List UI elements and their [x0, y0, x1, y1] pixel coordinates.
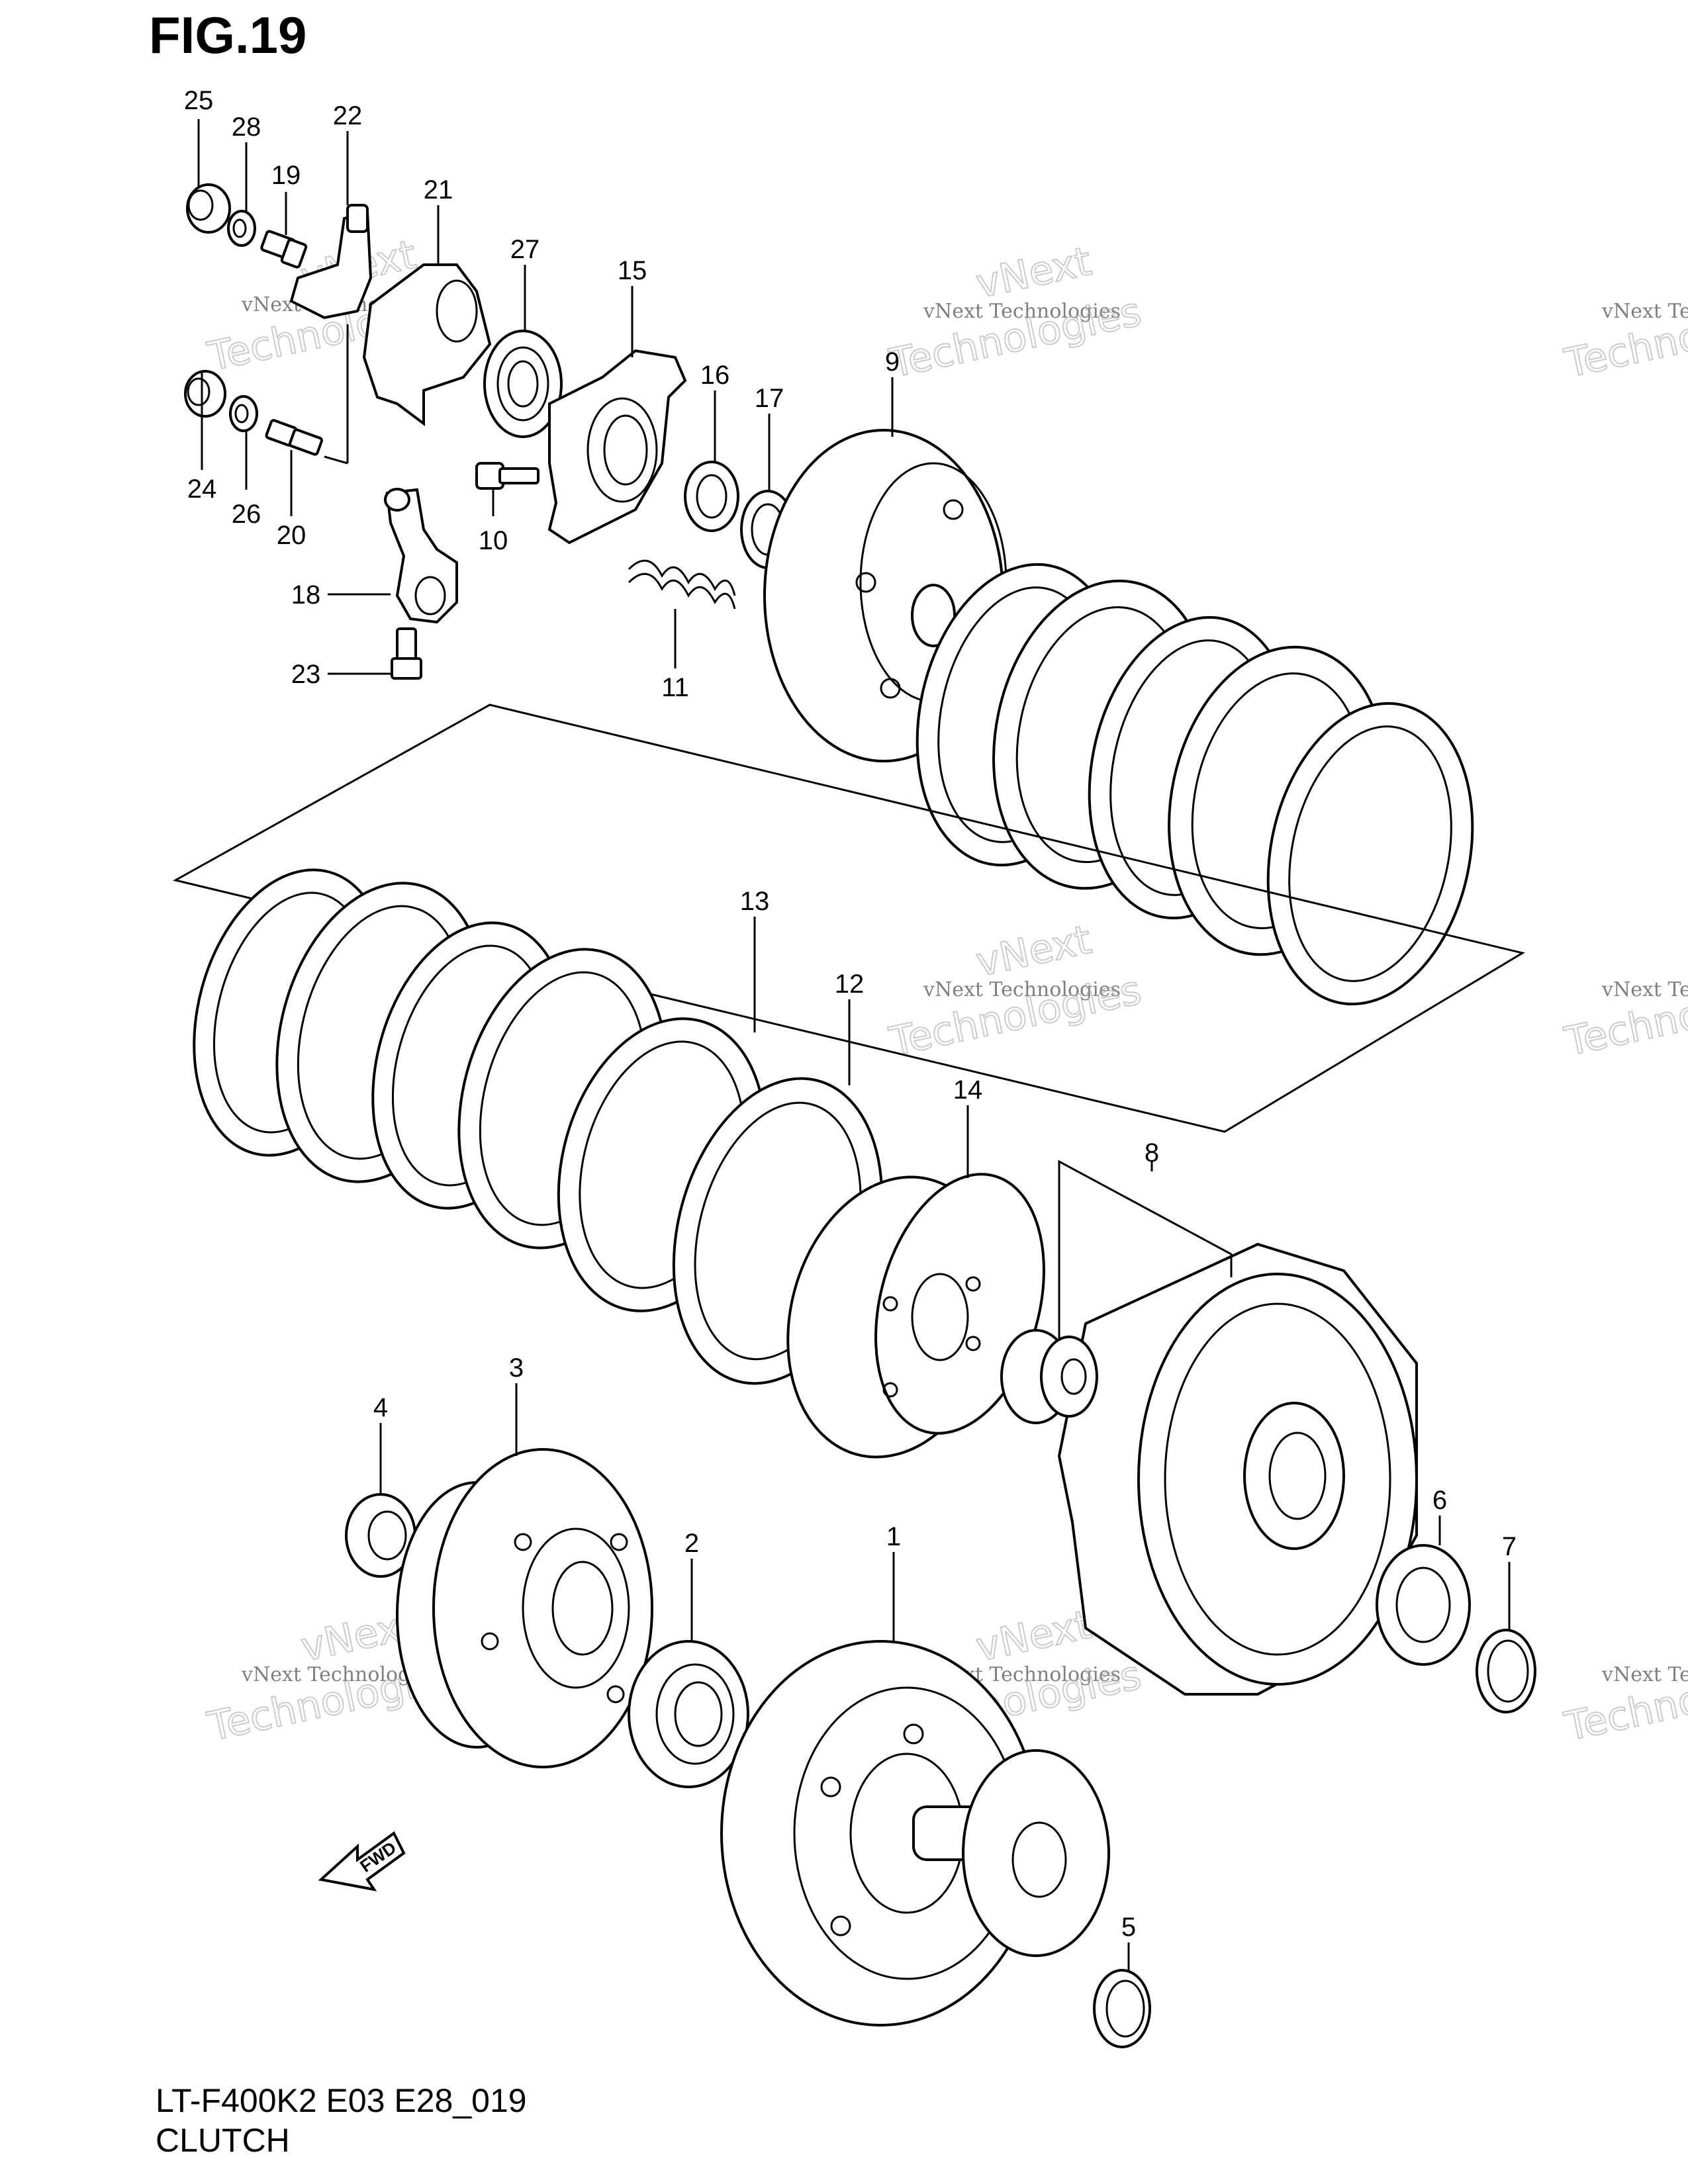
callout-9: 9	[885, 347, 900, 377]
watermark-text: vNext Technologies	[1601, 1663, 1688, 1686]
middle-plate-stack	[193, 868, 668, 1250]
watermark-text: vNext	[972, 238, 1096, 308]
watermark-text: vNext Technologies	[1601, 978, 1688, 1001]
part-3-clutch-hub	[396, 1448, 653, 1768]
callout-6: 6	[1432, 1486, 1447, 1515]
part-21-release-cam	[362, 263, 492, 426]
part-7-washer	[1476, 1629, 1536, 1713]
part-24-nut	[184, 370, 226, 418]
section-name: CLUTCH	[156, 2122, 290, 2159]
part-1-primary-driven-gear	[720, 1640, 1110, 2026]
callout-4: 4	[373, 1393, 388, 1422]
callout-2: 2	[684, 1529, 699, 1558]
watermark-text: vNext Technologies	[923, 300, 1121, 323]
part-27-bearing	[483, 330, 563, 438]
part-26-washer	[229, 395, 258, 432]
watermark-text: vNext Technologies	[1601, 300, 1688, 323]
part-5-washer	[1093, 1969, 1151, 2048]
part-2-one-way-clutch	[628, 1640, 749, 1788]
callout-26: 26	[232, 500, 261, 529]
callout-10: 10	[479, 526, 508, 555]
callout-27: 27	[510, 235, 540, 264]
watermark-text: vNext	[972, 1602, 1096, 1671]
callout-8: 8	[1145, 1138, 1159, 1167]
part-19-bolt	[260, 230, 308, 269]
callout-11: 11	[661, 673, 689, 702]
callout-17: 17	[755, 384, 784, 413]
part-23-bolt	[391, 627, 422, 680]
callout-3: 3	[509, 1353, 524, 1383]
model-code: LT-F400K2 E03 E28_019	[156, 2082, 527, 2119]
part-18-release-lever	[384, 488, 458, 624]
part-8-spacer	[1000, 1329, 1098, 1424]
watermark-text: vNext	[972, 917, 1096, 986]
callout-16: 16	[700, 361, 730, 390]
part-6-washer	[1376, 1544, 1471, 1666]
part-22-release-arm	[289, 204, 373, 320]
part-11-spring	[628, 559, 736, 610]
callout-21: 21	[424, 175, 453, 205]
callout-23: 23	[291, 660, 321, 689]
callout-20: 20	[277, 521, 306, 550]
part-28-washer	[227, 210, 256, 247]
callout-7: 7	[1502, 1532, 1517, 1561]
part-8-callout-bracket	[1058, 1160, 1233, 1340]
leader-lines	[197, 119, 1511, 1971]
fwd-arrow-icon: FWD	[318, 1831, 406, 1891]
figure-title: FIG.19	[149, 6, 307, 64]
callout-18: 18	[291, 580, 321, 610]
callout-12: 12	[835, 970, 865, 999]
callout-13: 13	[740, 887, 770, 916]
callout-5: 5	[1121, 1913, 1136, 1942]
part-15-lifter-plate	[547, 349, 687, 545]
watermark-text: vNext Technologies	[923, 978, 1121, 1001]
upper-plate-stack	[915, 563, 1474, 1006]
part-20-bolt	[265, 419, 323, 456]
plate-group-outline	[172, 704, 1525, 1133]
callout-28: 28	[232, 113, 261, 142]
callout-14: 14	[953, 1075, 983, 1105]
part-8-clutch-housing	[1057, 1242, 1418, 1696]
callout-1: 1	[886, 1522, 901, 1551]
callout-22: 22	[333, 101, 363, 130]
part-16-bearing	[684, 461, 739, 532]
callout-numbers: 25 28 19 22 21 27 15 16 17 9 24 26 20 10…	[184, 86, 1517, 1942]
part-25-nut	[186, 183, 231, 234]
callout-24: 24	[187, 475, 217, 504]
callout-15: 15	[618, 256, 647, 285]
callout-19: 19	[271, 161, 301, 190]
callout-25: 25	[184, 86, 214, 115]
part-10-bolt	[475, 462, 539, 490]
